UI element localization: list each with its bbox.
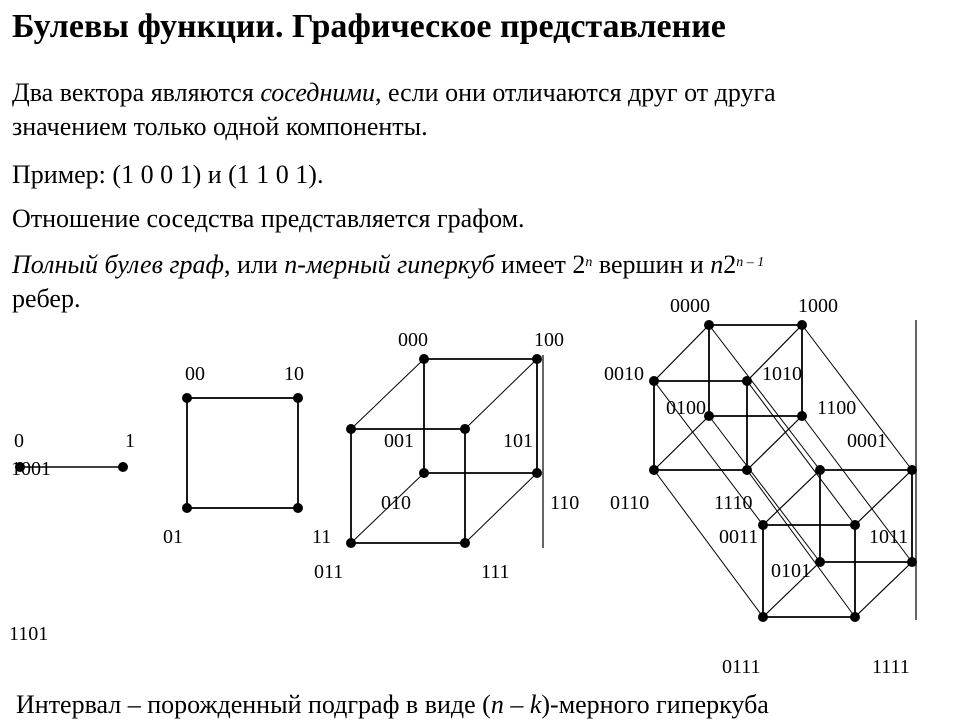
label-111: 111 — [481, 561, 510, 583]
label-0000: 0000 — [670, 295, 710, 317]
vertex-1 — [118, 462, 128, 472]
vertex-1110 — [742, 465, 752, 475]
label-01: 01 — [163, 526, 183, 548]
vertex-0001 — [815, 465, 825, 475]
vertex-0111 — [758, 612, 768, 622]
vertex-0 — [15, 462, 25, 472]
label-000: 000 — [398, 329, 428, 351]
label-1000: 1000 — [798, 295, 838, 317]
hypercube-statement: Полный булев граф, или n-мерный гиперкуб… — [12, 250, 765, 313]
vertex-000 — [419, 354, 429, 364]
label-1001: 1001 — [11, 458, 51, 480]
adjacency-definition: Два вектора являются соседними, если они… — [12, 78, 776, 141]
label-0111: 0111 — [722, 656, 761, 678]
label-0011: 0011 — [719, 526, 758, 548]
label-011: 011 — [314, 561, 343, 583]
vertex-11 — [293, 503, 303, 513]
hypercube-3d — [350, 355, 544, 548]
hypercube-2d — [186, 397, 299, 509]
vertex-001 — [346, 424, 356, 434]
label-10: 10 — [284, 363, 304, 385]
vertex-0101 — [815, 557, 825, 567]
slide-title: Булевы функции. Графическое представлени… — [12, 8, 726, 45]
label-101: 101 — [503, 430, 533, 452]
label-100: 100 — [534, 329, 564, 351]
hypercube-4d — [653, 320, 917, 620]
vertex-0010 — [649, 376, 659, 386]
term-adjacent: соседними — [260, 78, 375, 107]
vertex-1101 — [907, 557, 917, 567]
label-1110: 1110 — [714, 492, 753, 514]
vertex-1010 — [742, 376, 752, 386]
graph-statement: Отношение соседства представляется графо… — [12, 204, 525, 233]
label-0100: 0100 — [666, 397, 706, 419]
vertex-111 — [460, 538, 470, 548]
label-0101: 0101 — [771, 560, 811, 582]
vertex-01 — [182, 503, 192, 513]
label-001: 001 — [384, 430, 414, 452]
label-0: 0 — [14, 430, 24, 452]
label-1: 1 — [125, 430, 135, 452]
vertex-1100 — [797, 411, 807, 421]
example-line: Пример: (1 0 0 1) и (1 1 0 1). — [12, 160, 324, 189]
term-boolean-graph: Полный булев граф — [12, 250, 224, 279]
vertex-011 — [346, 538, 356, 548]
label-0010: 0010 — [604, 363, 644, 385]
vertex-00 — [182, 393, 192, 403]
label-1100: 1100 — [817, 397, 856, 419]
vertex-1001 — [907, 465, 917, 475]
label-11: 11 — [312, 526, 331, 548]
label-1011: 1011 — [869, 526, 908, 548]
term-hypercube: n-мерный гиперкуб — [284, 250, 495, 279]
label-0110: 0110 — [610, 492, 649, 514]
label-1101: 1101 — [9, 623, 48, 645]
vertex-1111 — [850, 612, 860, 622]
vertex-101 — [460, 424, 470, 434]
label-0001: 0001 — [847, 430, 887, 452]
label-110: 110 — [550, 492, 579, 514]
vertex-1000 — [797, 320, 807, 330]
vertex-10 — [293, 393, 303, 403]
vertex-010 — [419, 468, 429, 478]
vertex-100 — [532, 354, 542, 364]
label-00: 00 — [185, 363, 205, 385]
label-1111: 1111 — [872, 656, 910, 678]
label-010: 010 — [381, 492, 411, 514]
vertex-0100 — [704, 411, 714, 421]
vertex-0110 — [649, 465, 659, 475]
vertex-0000 — [704, 320, 714, 330]
vertex-110 — [532, 468, 542, 478]
label-1010: 1010 — [762, 363, 802, 385]
vertex-1011 — [850, 520, 860, 530]
interval-definition: Интервал – порожденный подграф в виде (n… — [16, 690, 769, 719]
vertex-0011 — [758, 520, 768, 530]
